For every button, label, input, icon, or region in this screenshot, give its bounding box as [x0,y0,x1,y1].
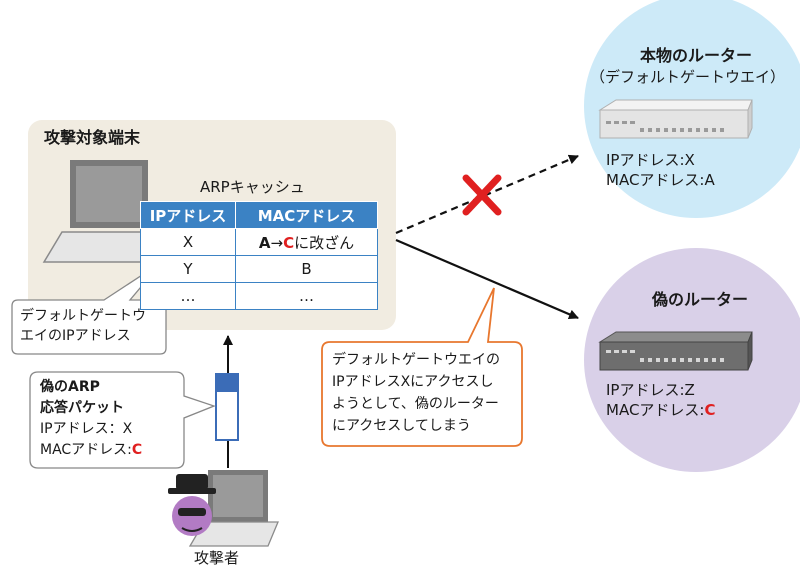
table-header-row: IPアドレス MACアドレス [140,201,378,229]
real-router-info: IPアドレス:X MACアドレス:A [606,150,715,190]
real-router-ip: IPアドレス:X [606,151,695,169]
callout-line: デフォルトゲートウエイの [332,352,500,368]
table-row: X A→Cに改ざん [140,228,378,256]
callout-line: にアクセスしてしまう [332,418,471,434]
table-row: Y B [140,255,378,283]
row-ip-cell: … [140,282,236,310]
packet-mac-value: C [131,442,143,458]
mac-new-value: C [283,233,295,252]
attacker-label: 攻撃者 [194,549,240,567]
real-router-title: 本物のルーター [640,46,753,65]
packet-mac-label: MACアドレス: [40,442,132,458]
tamper-suffix: に改ざん [294,233,355,252]
hijacked-path-arrow [395,238,579,320]
fake-router-mac-value: C [704,401,716,419]
table-row: … … [140,282,378,310]
target-laptop-icon [42,160,162,263]
fake-router-info: IPアドレス:Z MACアドレス:C [606,380,715,420]
fake-router-mac-label: MACアドレス: [606,401,705,419]
access-callout-text: デフォルトゲートウエイの IPアドレスXにアクセスし ようとして、偽のルーター … [332,349,500,437]
packet-title-line2: 応答パケット [40,400,124,416]
row-mac-cell: … [235,282,378,310]
blocked-x-icon [462,174,502,216]
fake-router-title: 偽のルーター [652,290,749,309]
ip-column-header: IPアドレス [140,201,236,229]
packet-icon [215,373,239,441]
packet-ip: IPアドレス：X [40,421,133,437]
row-ip-cell: Y [140,255,236,283]
attacker-figure-icon [168,474,216,536]
fake-packet-callout-text: 偽のARP 応答パケット IPアドレス：X MACアドレス:C [40,377,142,461]
target-terminal-title: 攻撃対象端末 [44,128,141,147]
callout-line: デフォルトゲートウ [20,308,146,324]
packet-title-line1: 偽のARP [40,379,100,395]
access-callout-shape [321,287,523,447]
arp-cache-table: IPアドレス MACアドレス X A→Cに改ざん Y B … … [140,201,378,310]
fake-router-mac: MACアドレス:C [606,400,715,420]
mac-old-value: A [258,233,271,252]
callout-line: エイのIPアドレス [20,328,131,344]
callout-line: ようとして、偽のルーター [332,396,499,412]
attacker-laptop-icon [188,470,279,547]
default-gateway-callout-text: デフォルトゲートウ エイのIPアドレス [20,306,146,346]
real-router-icon [598,99,753,139]
row-mac-cell: A→Cに改ざん [235,228,378,256]
fake-router-icon [598,331,753,371]
row-ip-cell: X [140,228,236,256]
callout-line: IPアドレスXにアクセスし [332,374,494,390]
mac-column-header: MACアドレス [235,201,378,229]
fake-router-ip: IPアドレス:Z [606,381,695,399]
real-router-subtitle: （デフォルトゲートウエイ） [590,68,786,86]
packet-mac: MACアドレス:C [40,440,142,461]
fake-packet-callout-shape [29,371,216,469]
tamper-arrow: → [270,233,284,252]
arp-cache-title: ARPキャッシュ [200,178,305,196]
real-router-mac: MACアドレス:A [606,171,715,189]
row-mac-cell: B [235,255,378,283]
